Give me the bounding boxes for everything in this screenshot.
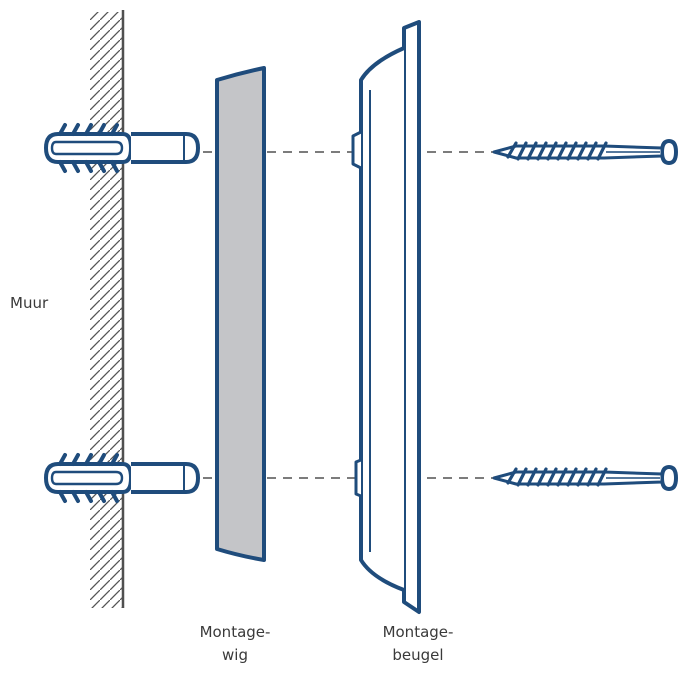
mounting-bracket-label-line1: Montage- xyxy=(382,623,454,641)
mounting-wedge-label-line1: Montage- xyxy=(199,623,271,641)
wall-label-text: Muur xyxy=(10,294,49,312)
bracket-icon xyxy=(351,20,421,614)
wall-hatch-icon xyxy=(90,12,122,608)
screw-icon xyxy=(492,465,678,491)
mounting-bracket-label-line2: beugel xyxy=(392,646,444,664)
mounting-bracket-label: Montage- beugel xyxy=(366,621,470,667)
mounting-wedge-label-line2: wig xyxy=(222,646,248,664)
screw-icon xyxy=(492,139,678,165)
wall xyxy=(90,10,125,608)
wall-label: Muur xyxy=(10,292,48,315)
wedge-icon xyxy=(215,66,266,562)
mounting-wedge-label: Montage- wig xyxy=(183,621,287,667)
